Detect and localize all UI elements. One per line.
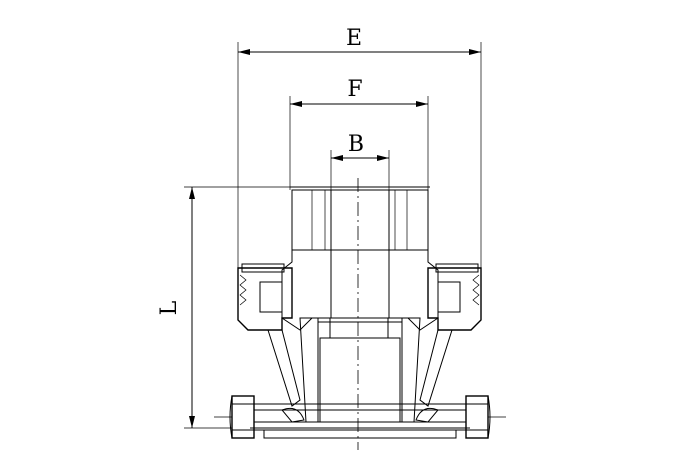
neck-bore [330, 189, 390, 251]
flange-right-knurl [472, 274, 480, 306]
gasket-right [415, 407, 439, 423]
sleeve-left [299, 317, 319, 423]
rotor-neck [329, 317, 389, 339]
bolt-head-right [465, 395, 489, 439]
flange-right-outer [427, 267, 482, 331]
flange-right-cap [435, 263, 479, 273]
dimension-label-b: B [348, 132, 364, 157]
dimension-b: B [330, 132, 390, 190]
threaded-neck [290, 186, 430, 251]
gasket-left [281, 407, 305, 423]
cone-arm-right [419, 329, 453, 407]
sleeve-right [401, 317, 421, 423]
dimension-e: E [237, 26, 482, 268]
dimension-f: F [289, 77, 429, 190]
flange-nut [237, 263, 482, 331]
dimension-label-e: E [346, 26, 362, 51]
cone-arm-left [267, 329, 301, 407]
flange-left-knurl [239, 274, 247, 306]
dimension-label-l: L [157, 300, 182, 315]
flange-left-outer [237, 267, 293, 331]
flange-left-pocket [259, 281, 283, 313]
dimension-label-f: F [347, 77, 362, 102]
bottom-clamp [214, 395, 506, 439]
bottom-ring [263, 429, 457, 439]
dimension-l: L [157, 186, 292, 429]
hub-bore [330, 249, 390, 319]
cone-section [267, 317, 453, 423]
rotor [319, 337, 401, 423]
clamp-bar [253, 403, 467, 431]
flange-right-pocket [437, 281, 461, 313]
bolt-head-left [231, 395, 255, 439]
flange-left-cap [241, 263, 285, 273]
